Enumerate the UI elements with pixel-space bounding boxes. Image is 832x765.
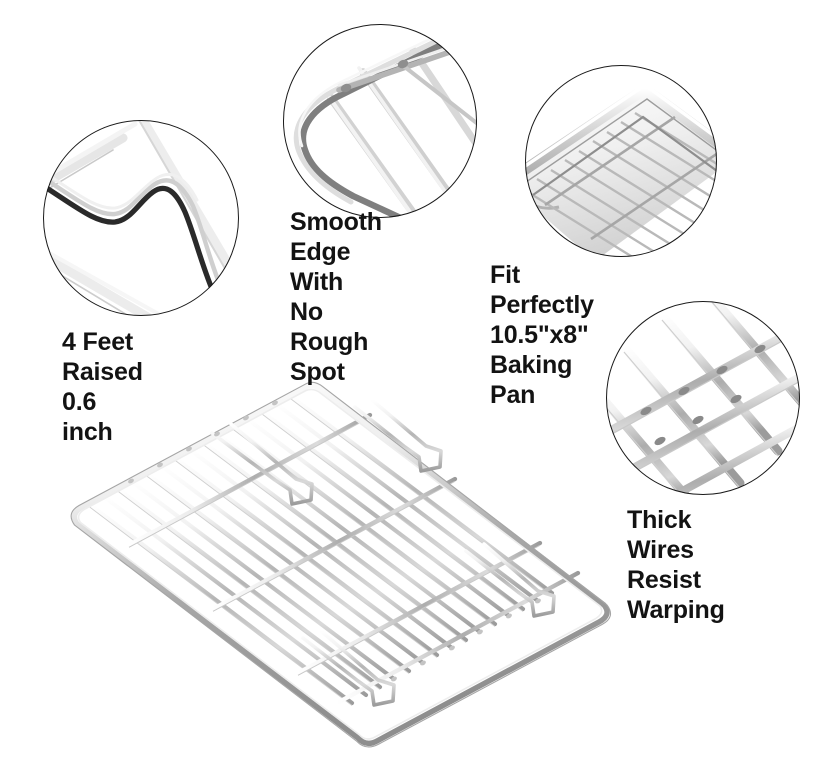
rack-wire-mesh-detail-icon (606, 301, 800, 495)
rack-outer-frame (70, 381, 612, 748)
rack-foot-bend-detail-icon (43, 120, 239, 316)
callout-label-feet-raised: 4 Feet Raised 0.6 inch (62, 328, 143, 446)
rack-weld-nubs (128, 400, 541, 682)
callout-label-smooth-edge: Smooth Edge With No Rough Spot (290, 208, 382, 386)
rack-feet (210, 398, 556, 707)
callout-label-thick-wires: Thick Wires Resist Warping (627, 506, 725, 624)
rack-smooth-edge-detail-icon (283, 24, 477, 218)
rack-in-baking-pan-detail-icon (525, 65, 717, 257)
callout-label-fit-perfectly: Fit Perfectly 10.5"x8" Baking Pan (490, 261, 594, 409)
